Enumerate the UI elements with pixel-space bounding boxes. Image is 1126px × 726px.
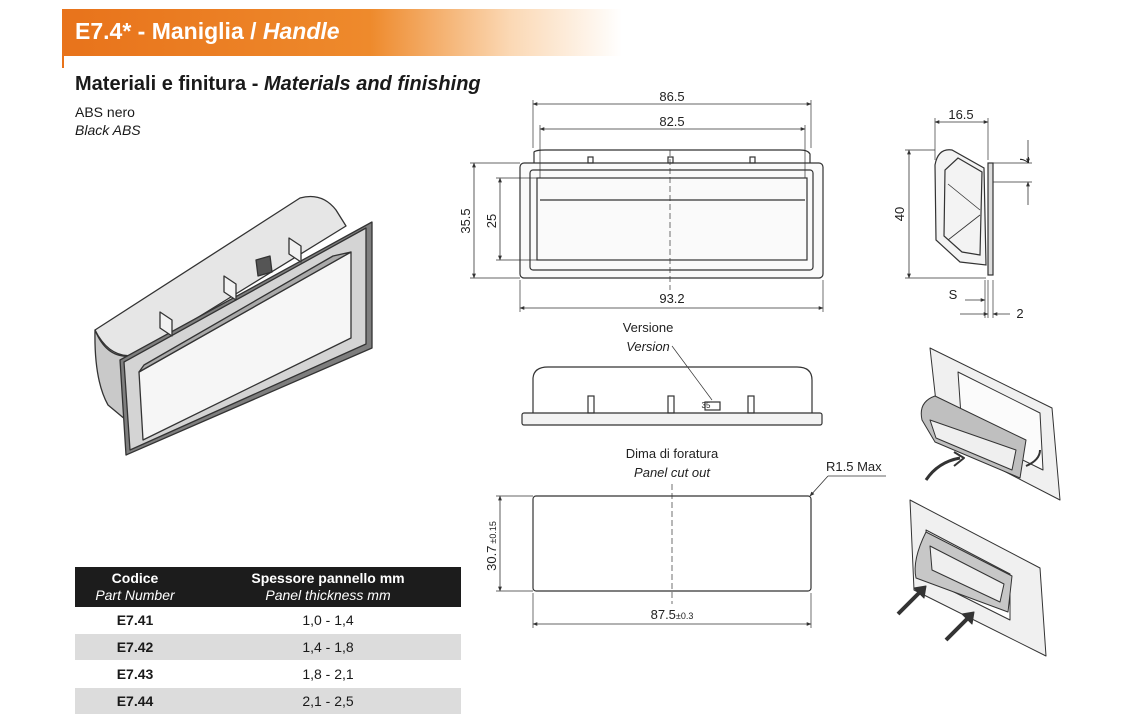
header-banner [62, 9, 622, 56]
dim-offset: 7 [1017, 156, 1032, 163]
cutout-height-tol: ±0.15 [488, 521, 498, 543]
side-view [905, 118, 1032, 318]
cutout-radius: R1.5 Max [826, 459, 882, 474]
panel-thickness: 2,1 - 2,5 [195, 687, 461, 715]
dim-height-outer: 35.5 [458, 208, 473, 233]
cutout-width-group: 87.5±0.3 [651, 607, 694, 622]
dim-panel-s: S [949, 287, 958, 302]
installation-step-1 [920, 347, 1061, 501]
cutout-title-en: Panel cut out [634, 465, 711, 480]
panel-thickness: 1,8 - 2,1 [195, 660, 461, 688]
installation-step-2 [896, 499, 1047, 657]
cutout-width-tol: ±0.3 [676, 611, 693, 621]
table-row: E7.44 2,1 - 2,5 [75, 687, 461, 715]
accent-rule [62, 56, 64, 68]
version-mark: 35 [702, 401, 711, 410]
dim-width-flange: 93.2 [659, 291, 684, 306]
page-title: E7.4* - Maniglia / Handle [75, 18, 340, 44]
panel-thickness: 1,4 - 1,8 [195, 633, 461, 661]
table-row: E7.42 1,4 - 1,8 [75, 633, 461, 661]
isometric-view [94, 195, 373, 456]
cutout-width: 87.5 [651, 607, 676, 622]
table-row: E7.41 1,0 - 1,4 [75, 607, 461, 634]
cutout-height-group: 30.7 ±0.15 [484, 521, 499, 571]
material-english: Black ABS [75, 122, 141, 138]
table-row: E7.43 1,8 - 2,1 [75, 660, 461, 688]
dim-width-inner: 82.5 [659, 114, 684, 129]
material-italian: ABS nero [75, 104, 135, 120]
part-code: E7.44 [75, 687, 195, 715]
part-code: E7.41 [75, 607, 195, 634]
cutout-height: 30.7 [484, 546, 499, 571]
version-label-it: Versione [623, 320, 674, 335]
panel-thickness: 1,0 - 1,4 [195, 607, 461, 634]
part-code: E7.43 [75, 660, 195, 688]
cutout-view [496, 475, 886, 628]
version-label-en: Version [626, 339, 670, 354]
dim-side-height: 40 [892, 207, 907, 221]
top-view [521, 345, 823, 426]
front-view [470, 100, 824, 312]
dim-flange-thk: 2 [1016, 306, 1023, 321]
dim-depth: 16.5 [948, 107, 973, 122]
part-code: E7.42 [75, 633, 195, 661]
cutout-title-it: Dima di foratura [626, 446, 719, 461]
dim-width-outer: 86.5 [659, 89, 684, 104]
materials-heading: Materiali e finitura - Materials and fin… [75, 73, 481, 95]
dim-height-inner: 25 [484, 214, 499, 228]
